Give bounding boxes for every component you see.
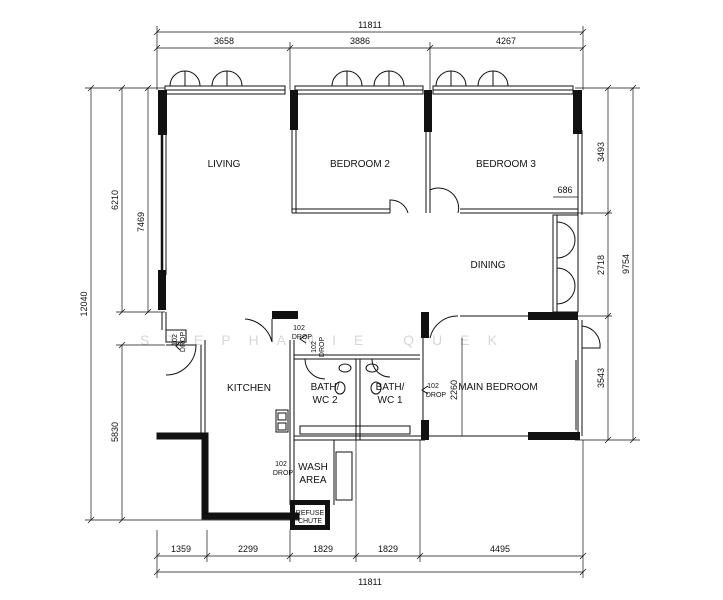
dim-top-seg-3: 4267: [496, 36, 516, 46]
bottom-dimensions: 1359 2299 1829 1829 4495 11811: [153, 440, 587, 587]
drop-label-1: DROP: [292, 334, 313, 341]
dim-bottom-seg-2: 2299: [238, 544, 258, 554]
dim-2260: 2260: [449, 380, 459, 400]
dim-bottom-total: 11811: [358, 577, 382, 587]
dim-left-outer: 12040: [79, 291, 89, 316]
watermark: STEPHANIE QUEK: [140, 332, 515, 348]
dim-top-seg-1: 3658: [214, 36, 234, 46]
inner-dimensions: 686 2260: [449, 185, 578, 436]
dim-left-inner: 7469: [136, 212, 146, 232]
walls: [156, 90, 583, 530]
dim-right-mid: 2718: [596, 255, 606, 275]
room-refuse-line2: CHUTE: [298, 518, 322, 525]
drop-label-5: DROP: [273, 470, 294, 477]
right-dimensions: 3493 2718 3543 9754: [575, 84, 640, 444]
dim-bottom-seg-1: 1359: [171, 544, 191, 554]
room-main-bedroom: MAIN BEDROOM: [458, 382, 537, 393]
dim-left-lower: 5830: [110, 422, 120, 442]
dim-right-bottom: 3543: [596, 368, 606, 388]
fixtures: [175, 334, 577, 435]
room-living: LIVING: [208, 159, 241, 170]
dim-right-outer: 9754: [621, 254, 631, 274]
room-wash-line1: WASH: [298, 462, 328, 473]
room-labels: LIVING BEDROOM 2 BEDROOM 3 DINING KITCHE…: [208, 159, 538, 525]
dim-top-total: 11811: [358, 20, 382, 30]
room-refuse-line1: REFUSE: [296, 510, 325, 517]
room-bath-1-line1: BATH/: [376, 382, 405, 393]
drop-label-4: DROP: [426, 392, 447, 399]
room-bath-2-line2: WC 2: [313, 395, 338, 406]
doors: [165, 187, 601, 380]
drop-code-3: 102: [172, 334, 179, 346]
room-bath-1-line2: WC 1: [378, 395, 403, 406]
drop-label-3: DROP: [180, 332, 187, 353]
room-bedroom-3: BEDROOM 3: [476, 159, 536, 170]
top-dimensions: 11811 3658 3886 4267: [153, 20, 587, 90]
room-dining: DINING: [471, 260, 506, 271]
dim-686: 686: [557, 185, 572, 195]
drop-label-2: DROP: [319, 337, 326, 358]
drop-code-2: 102: [311, 341, 318, 353]
room-bedroom-2: BEDROOM 2: [330, 159, 390, 170]
dim-bottom-seg-3: 1829: [313, 544, 333, 554]
dim-right-top: 3493: [596, 142, 606, 162]
dim-bottom-seg-4: 1829: [378, 544, 398, 554]
drop-code-5: 102: [275, 461, 287, 468]
dim-left-mid: 6210: [110, 190, 120, 210]
dim-bottom-seg-5: 4495: [490, 544, 510, 554]
drop-labels: 102 DROP 102 DROP 102 DROP 102 DROP 102 …: [172, 325, 446, 477]
room-kitchen: KITCHEN: [227, 383, 271, 394]
drop-code-4: 102: [427, 383, 439, 390]
dim-top-seg-2: 3886: [350, 36, 370, 46]
drop-code-1: 102: [293, 325, 305, 332]
room-bath-2-line1: BATH/: [311, 382, 340, 393]
top-windows: [164, 70, 574, 95]
room-wash-line2: AREA: [299, 475, 327, 486]
left-dimensions: 12040 6210 7469 5830: [79, 84, 300, 524]
